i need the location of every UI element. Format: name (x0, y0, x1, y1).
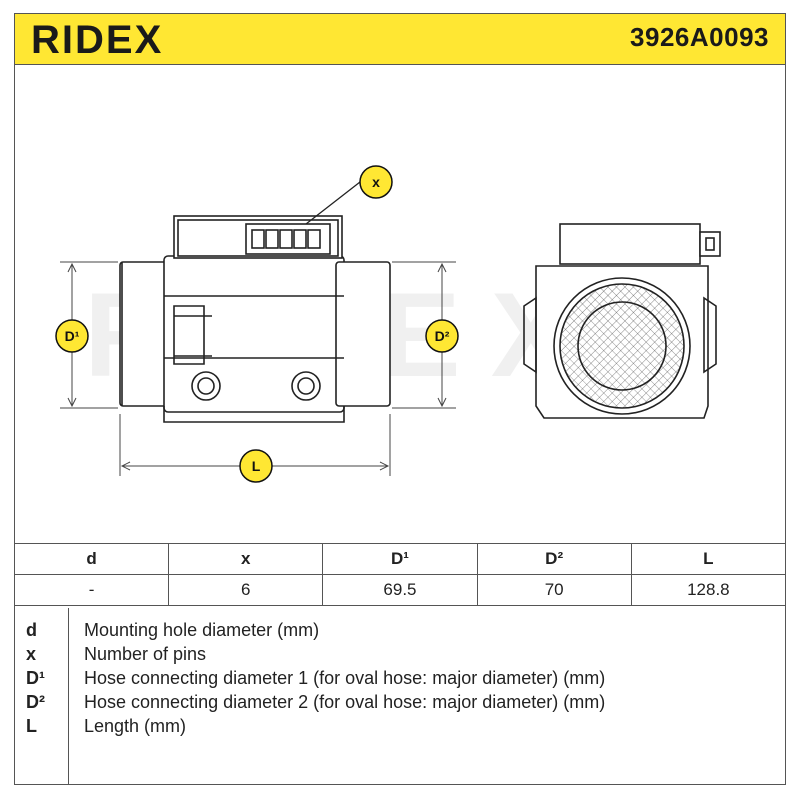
svg-text:D¹: D¹ (65, 328, 80, 344)
callout-d2: D² (425, 319, 459, 353)
document-frame (14, 65, 786, 785)
callout-x: x (359, 165, 393, 199)
value-l: 128.8 (630, 574, 787, 606)
legend-symbol: D¹ (26, 668, 45, 688)
legend-description: Mounting hole diameter (mm) (84, 620, 320, 640)
legend-symbol: D² (26, 692, 45, 712)
callout-d1: D¹ (55, 319, 89, 353)
svg-text:x: x (372, 174, 380, 190)
callout-l: L (239, 449, 273, 483)
specs-table: d x D¹ D² L - 6 69.5 70 128.8 (13, 543, 787, 606)
header-d2: D² (476, 543, 632, 575)
dimension-l (119, 414, 391, 476)
svg-text:L: L (252, 458, 261, 474)
specs-value-row: - 6 69.5 70 128.8 (13, 574, 787, 606)
legend-symbol: d (26, 620, 37, 640)
legend-item: d Mounting hole diameter (mm) (14, 620, 786, 644)
legend-item: D¹ Hose connecting diameter 1 (for oval … (14, 668, 786, 692)
logo-text: RIDEX (31, 20, 163, 58)
legend-symbol: L (26, 716, 37, 736)
legend-description: Hose connecting diameter 1 (for oval hos… (84, 668, 606, 688)
part-number: 3926A0093 (630, 22, 769, 52)
header-d: d (13, 543, 170, 575)
value-d2: 70 (476, 574, 632, 606)
legend-item: x Number of pins (14, 644, 786, 668)
legend-item: D² Hose connecting diameter 2 (for oval … (14, 692, 786, 716)
legend-description: Length (mm) (84, 716, 187, 736)
header-d1: D¹ (322, 543, 478, 575)
legend: d Mounting hole diameter (mm) x Number o… (14, 608, 786, 785)
legend-symbol: x (26, 644, 37, 664)
ridex-logo: RIDEX (31, 20, 163, 58)
specs-header-row: d x D¹ D² L (13, 543, 787, 575)
front-view (523, 223, 721, 419)
header-bar: RIDEX 3926A0093 (14, 13, 786, 65)
value-d: - (13, 574, 170, 606)
header-l: L (630, 543, 787, 575)
header-x: x (168, 543, 324, 575)
legend-description: Hose connecting diameter 2 (for oval hos… (84, 692, 606, 712)
value-x: 6 (168, 574, 324, 606)
legend-divider (68, 608, 69, 785)
value-d1: 69.5 (322, 574, 478, 606)
dimension-d1 (60, 261, 118, 409)
legend-item: L Length (mm) (14, 716, 786, 740)
side-view (119, 215, 391, 423)
svg-text:D²: D² (435, 328, 450, 344)
legend-description: Number of pins (84, 644, 207, 664)
technical-drawing: RIDEX x D¹ (55, 165, 721, 483)
